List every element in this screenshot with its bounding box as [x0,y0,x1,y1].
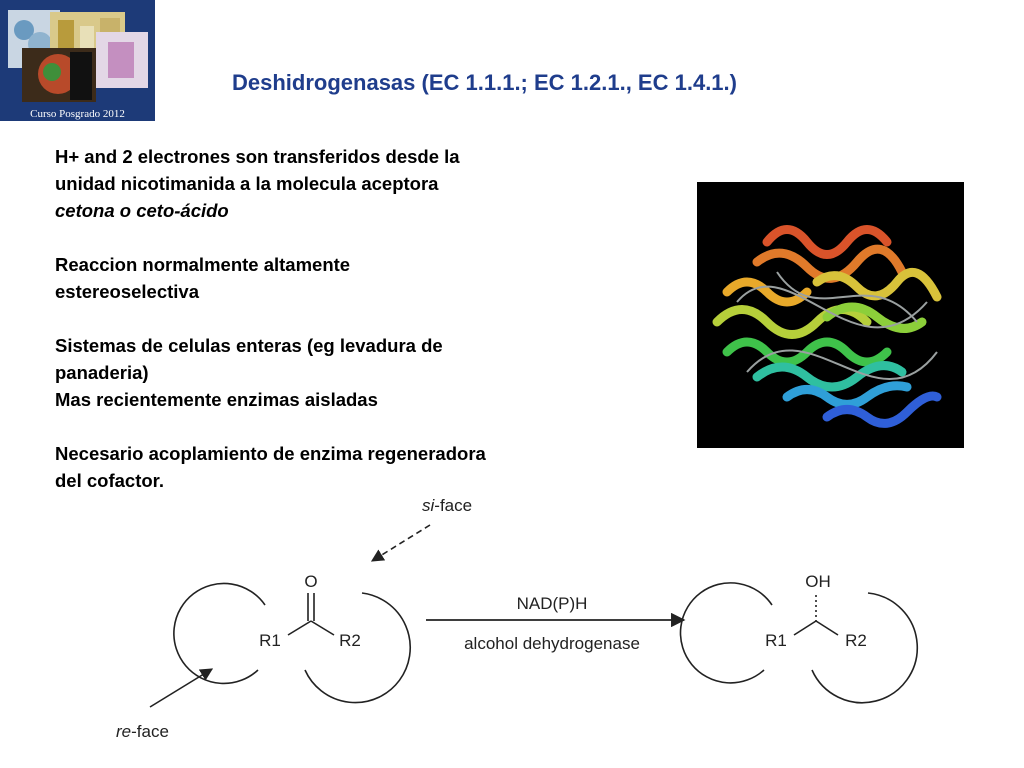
text-line: Mas recientemente enzimas aisladas [55,389,378,410]
si-face-suffix: -face [434,496,472,515]
re-face-prefix: re [116,722,131,741]
reagent-enzyme-label: alcohol dehydrogenase [464,634,640,653]
paragraph-cofactor: Necesario acoplamiento de enzima regener… [55,440,600,494]
text-line: Necesario acoplamiento de enzima regener… [55,443,486,464]
text-line: unidad nicotimanida a la molecula acepto… [55,173,439,194]
re-face-label: re-face [116,722,169,741]
reaction-scheme: si-face re-face O R1 R2 NAD(P)H alcohol … [116,496,919,741]
re-face-suffix: -face [131,722,169,741]
si-face-arrow [370,524,431,562]
alcohol-structure: OH R1 R2 [679,572,919,704]
text-line: estereoselectiva [55,281,199,302]
text-line: del cofactor. [55,470,164,491]
ketone-r2-label: R2 [339,631,361,650]
si-face-prefix: si [422,496,436,515]
text-line: Sistemas de celulas enteras (eg levadura… [55,335,443,356]
text-line: panaderia) [55,362,149,383]
reagent-nadph-label: NAD(P)H [517,594,588,613]
text-line: H+ and 2 electrones son transferidos des… [55,146,460,167]
paragraph-whole-cells: Sistemas de celulas enteras (eg levadura… [55,332,600,413]
alcohol-oh-label: OH [805,572,831,591]
text-line: Reaccion normalmente altamente [55,254,351,275]
alcohol-r2-label: R2 [845,631,867,650]
ketone-r1-label: R1 [259,631,281,650]
logo-caption: Curso Posgrado 2012 [30,108,125,120]
text-line-italic: cetona o ceto-ácido [55,200,229,221]
ketone-structure: O R1 R2 [173,572,412,704]
slide-title: Deshidrogenasas (EC 1.1.1.; EC 1.2.1., E… [232,70,737,95]
si-face-label: si-face [422,496,472,515]
re-face-arrow [149,668,214,708]
paragraph-hydride-transfer: H+ and 2 electrones son transferidos des… [55,143,600,224]
course-logo: Curso Posgrado 2012 [0,0,155,121]
text-block: H+ and 2 electrones son transferidos des… [55,143,600,521]
paragraph-stereoselective: Reaccion normalmente altamente estereose… [55,251,600,305]
course-collage-icon [0,0,155,121]
alcohol-r1-label: R1 [765,631,787,650]
ketone-oxygen-label: O [304,572,317,591]
protein-structure-image [697,182,964,448]
protein-ribbon-icon [697,182,964,448]
